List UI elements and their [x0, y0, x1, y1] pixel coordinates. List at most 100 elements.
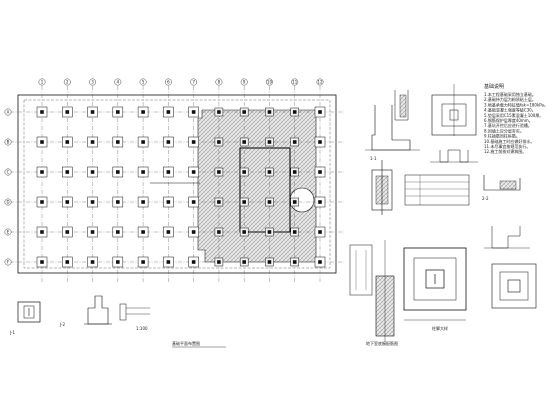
axis-label-row: A — [7, 109, 10, 114]
note-line: 10.基础施工时应做好排水。 — [484, 138, 534, 144]
detail-tag-2-2: 2-2 — [482, 196, 489, 201]
column-mark — [191, 260, 196, 264]
column-mark — [191, 230, 196, 234]
column-mark — [90, 140, 95, 144]
main-plan-caption: 基础平面布置图 — [172, 340, 200, 346]
column-mark — [141, 260, 145, 264]
square-footing-large: 柱脚大样 — [403, 247, 467, 331]
plan-inner-outline — [23, 99, 331, 269]
column-mark — [242, 230, 246, 234]
column-mark — [40, 140, 44, 144]
foundation-pad-detail-top — [431, 84, 477, 136]
column-mark — [166, 230, 171, 234]
column-mark — [40, 170, 44, 174]
axis-bubble-col — [114, 78, 122, 86]
column-mark — [267, 200, 272, 204]
notes-block: 基础说明 1.本工程基础采用独立基础。2.基础持力层为粉质粘土层。3.地基承载力… — [484, 83, 548, 154]
note-line: 1.本工程基础采用独立基础。 — [484, 91, 536, 97]
column-mark — [217, 140, 221, 144]
column-mark — [65, 170, 70, 174]
column-base-detail-1: J-1 — [9, 301, 41, 335]
column-mark — [318, 230, 322, 234]
axis-label-col: 7 — [192, 79, 195, 84]
axis-bubble-row — [4, 228, 12, 236]
axis-bubble-col — [316, 78, 324, 86]
axis-label-row: B — [7, 139, 10, 144]
column-base-detail-3: 1:100 — [119, 303, 150, 331]
column-mark — [191, 110, 196, 114]
axis-label-row: D — [6, 199, 9, 204]
column-mark — [292, 170, 297, 174]
basement-hatch-zone — [197, 109, 317, 263]
column-mark — [116, 170, 120, 174]
column-mark — [242, 170, 246, 174]
axis-bubble-col — [139, 78, 147, 86]
axis-bubble-row — [4, 198, 12, 206]
footing-group — [36, 106, 326, 268]
column-mark — [116, 200, 120, 204]
column-mark — [166, 110, 171, 114]
axis-label-col: 4 — [117, 79, 120, 84]
scale-note: 1:100 — [136, 326, 148, 331]
waterproof-table — [404, 174, 470, 206]
note-line: 2.基础持力层为粉质粘土层。 — [484, 96, 536, 102]
axis-label-row: F — [7, 259, 10, 264]
column-mark — [191, 200, 196, 204]
step-detail — [484, 226, 530, 249]
column-mark — [65, 110, 70, 114]
column-mark — [217, 230, 221, 234]
column-mark — [242, 140, 246, 144]
note-line: 11.未尽事宜按规范执行。 — [484, 143, 530, 149]
note-line: 5.垫层采用C15素混凝土100厚。 — [484, 112, 543, 118]
axis-bubble-row — [4, 108, 12, 116]
note-line: 6.钢筋保护层厚度40mm。 — [484, 117, 533, 123]
axis-bubble-col — [240, 78, 248, 86]
column-mark — [65, 260, 70, 264]
square-footing-small — [491, 263, 537, 309]
column-mark — [318, 260, 322, 264]
column-mark — [292, 230, 297, 234]
notes-title: 基础说明 — [484, 83, 504, 90]
axis-label-col: 12 — [317, 79, 323, 84]
axis-bubble-row — [4, 138, 12, 146]
column-mark — [141, 110, 145, 114]
column-mark — [292, 110, 297, 114]
column-mark — [191, 170, 196, 174]
column-mark — [65, 230, 70, 234]
sump-detail — [371, 160, 393, 215]
axis-label-row: E — [7, 229, 10, 234]
axis-bubble-col — [63, 78, 71, 86]
column-mark — [90, 110, 95, 114]
column-mark — [166, 200, 171, 204]
column-mark — [267, 110, 272, 114]
column-mark — [116, 230, 120, 234]
column-mark — [65, 200, 70, 204]
column-mark — [90, 260, 95, 264]
column-mark — [292, 140, 297, 144]
column-mark — [40, 260, 44, 264]
column-mark — [40, 230, 44, 234]
column-mark — [166, 170, 171, 174]
note-line: 12.施工前核对建筑图。 — [484, 148, 526, 154]
column-mark — [166, 140, 171, 144]
note-line: 3.地基承载力特征值fak=180kPa。 — [484, 101, 548, 107]
column-mark — [318, 110, 322, 114]
column-mark — [267, 260, 272, 264]
wall-section-detail-1: 1-1 — [365, 105, 420, 161]
column-mark — [292, 200, 297, 204]
column-mark — [217, 260, 221, 264]
pile-section-detail — [430, 149, 478, 163]
column-mark — [191, 140, 196, 144]
column-mark — [242, 110, 246, 114]
axis-bubble-row — [4, 168, 12, 176]
column-mark — [217, 110, 221, 114]
axis-bubble-row — [4, 258, 12, 266]
wall-section-detail-2 — [394, 90, 409, 121]
column-mark — [141, 140, 145, 144]
plan-outline — [17, 94, 337, 274]
column-base-detail-2: J-2 — [59, 295, 112, 327]
column-mark — [166, 260, 171, 264]
axis-label-col: 9 — [243, 79, 246, 84]
